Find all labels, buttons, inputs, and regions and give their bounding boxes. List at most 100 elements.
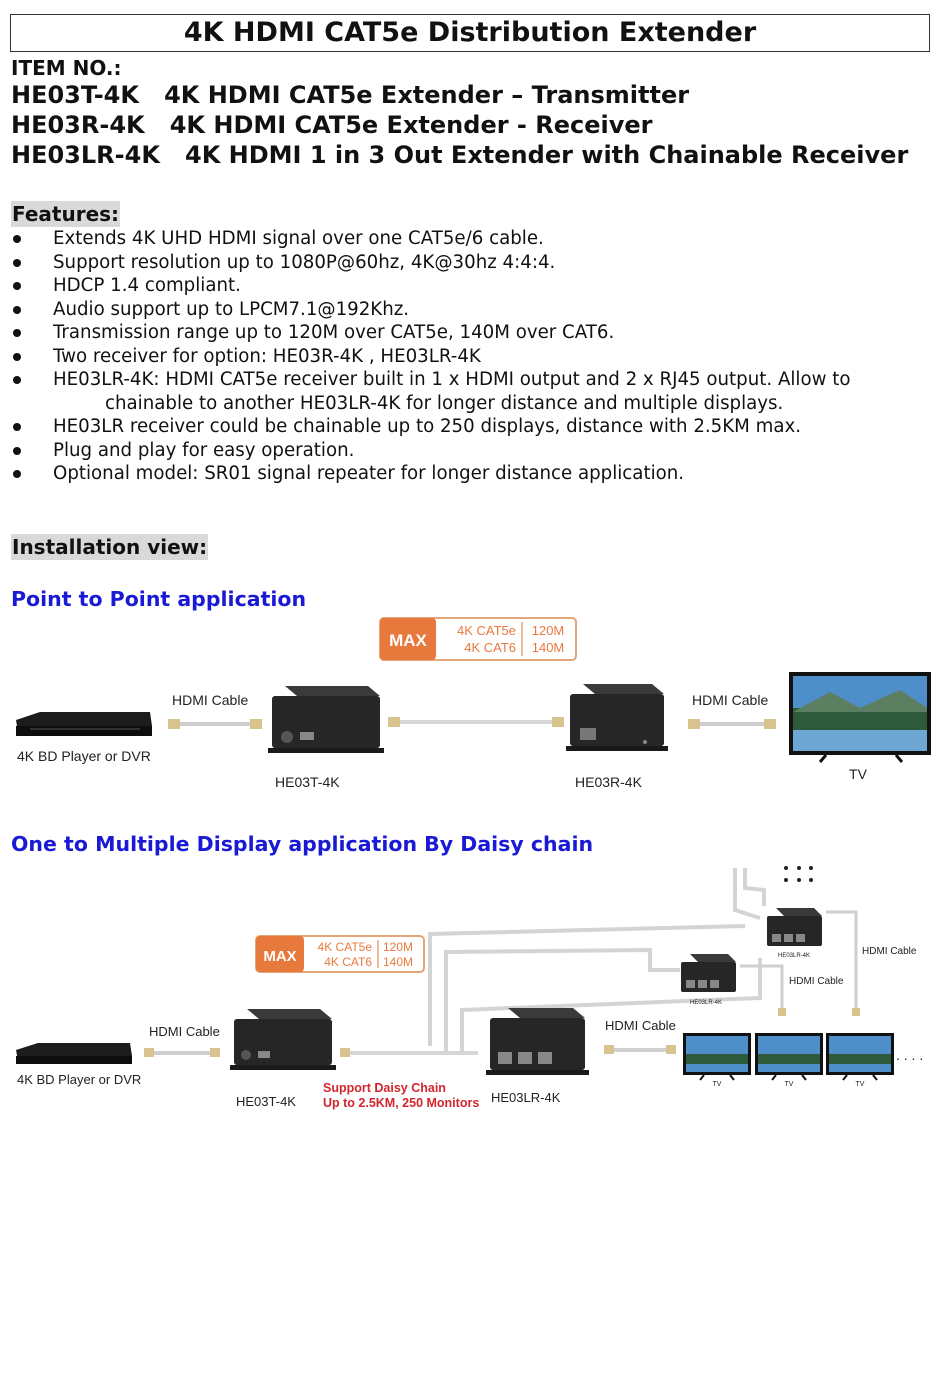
max-distance-badge: MAX 4K CAT5e 4K CAT6 120M 140M [255,935,425,973]
tv-label: TV [849,766,868,782]
more-tvs-ellipsis: . . . . [896,1047,923,1063]
max-label: MAX [263,948,296,965]
tv-label: TV [856,1081,865,1088]
feature-text: Optional model: SR01 signal repeater for… [53,463,685,484]
distance-140m: 140M [383,955,413,969]
bullet-icon [13,235,21,243]
cable-type-cat6: 4K CAT6 [464,640,516,655]
hdmi-cable-icon [144,1048,220,1057]
installation-heading: Installation view: [11,534,209,560]
chainable-receiver-device-icon [486,1008,589,1075]
cable-type-cat5e: 4K CAT5e [318,940,373,954]
feature-item: HE03LR receiver could be chainable up to… [11,415,941,439]
cat-cable-icon [388,717,564,727]
item-description: 4K HDMI CAT5e Extender - Receiver [169,111,653,139]
p2p-diagram: MAX 4K CAT5e 4K CAT6 120M 140M 4K BD Pla… [16,617,931,790]
chainable-receiver-small-icon [767,908,822,946]
item-row: HE03LR-4K 4K HDMI 1 in 3 Out Extender wi… [11,140,908,170]
item-number-label: ITEM NO.: [11,56,122,80]
bullet-icon [13,352,21,361]
item-code: HE03R-4K [11,111,145,139]
transmitter-label: HE03T-4K [275,774,340,790]
bd-player-icon [16,1043,132,1064]
transmitter-device-icon [268,686,384,753]
tv-icon [755,1033,823,1081]
feature-text: Transmission range up to 120M over CAT5e… [53,322,615,343]
receiver-label: HE03R-4K [575,774,643,790]
receiver-small-label: HE03LR-4K [690,1000,722,1006]
feature-text: Plug and play for easy operation. [53,439,355,461]
hdmi-cable-label: HDMI Cable [692,692,768,708]
item-row: HE03T-4K 4K HDMI CAT5e Extender – Transm… [11,80,908,110]
document-title: 4K HDMI CAT5e Distribution Extender [10,14,930,52]
source-label: 4K BD Player or DVR [17,1072,141,1087]
bullet-icon [13,470,21,478]
bullet-icon [13,423,21,431]
max-distance-badge: MAX 4K CAT5e 4K CAT6 120M 140M [379,617,577,661]
item-description: 4K HDMI 1 in 3 Out Extender with Chainab… [185,141,909,169]
feature-text: Two receiver for option: HE03R-4K , HE03… [53,345,481,367]
features-list: Extends 4K UHD HDMI signal over one CAT5… [11,227,941,486]
daisy-heading: One to Multiple Display application By D… [11,832,594,856]
receiver-small-label: HE03LR-4K [778,953,810,959]
hdmi-cable-label: HDMI Cable [149,1024,220,1039]
bd-player-icon [16,712,152,736]
transmitter-device-icon [230,1009,336,1070]
feature-item: Audio support up to LPCM7.1@192Khz. [11,298,941,322]
cat-cable-icon [340,1048,478,1057]
feature-item: Optional model: SR01 signal repeater for… [11,462,941,486]
support-daisy-chain-text: Support Daisy Chain [323,1081,446,1095]
feature-text: HE03LR-4K: HDMI CAT5e receiver built in … [53,369,851,390]
feature-text: Extends 4K UHD HDMI signal over one CAT5… [53,228,544,249]
feature-text: Support resolution up to 1080P@60hz, 4K@… [53,251,556,273]
feature-text-continued: chainable to another HE03LR-4K for longe… [105,392,784,414]
tv-icon [683,1033,751,1081]
chainable-receiver-small-icon [681,954,736,992]
item-row: HE03R-4K 4K HDMI CAT5e Extender - Receiv… [11,110,908,140]
bullet-icon [13,329,21,337]
hdmi-cable-icon [604,1045,676,1054]
p2p-heading: Point to Point application [11,587,307,611]
max-label: MAX [389,631,427,650]
feature-text: Audio support up to LPCM7.1@192Khz. [53,298,410,320]
hdmi-cable-label: HDMI Cable [172,692,248,708]
source-label: 4K BD Player or DVR [17,748,151,764]
item-code: HE03T-4K [11,81,139,109]
feature-item: Two receiver for option: HE03R-4K , HE03… [11,345,941,369]
hdmi-cable-label: HDMI Cable [605,1018,676,1033]
tv-label: TV [785,1081,794,1088]
hdmi-cable-icon [740,964,786,1016]
feature-item: Transmission range up to 120M over CAT5e… [11,321,941,345]
item-number-block: ITEM NO.: HE03T-4K 4K HDMI CAT5e Extende… [11,56,908,170]
receiver-device-icon [566,684,668,751]
feature-text: HE03LR receiver could be chainable up to… [53,416,802,437]
item-code: HE03LR-4K [11,141,160,169]
hdmi-cable-icon [826,910,860,1016]
hdmi-cable-label: HDMI Cable [862,946,917,957]
distance-120m: 120M [532,623,565,638]
chain-cable-icon [428,868,766,1054]
bullet-icon [13,305,21,314]
feature-item: Extends 4K UHD HDMI signal over one CAT5… [11,227,941,251]
feature-item: Support resolution up to 1080P@60hz, 4K@… [11,251,941,275]
distance-140m: 140M [532,640,565,655]
receiver-label: HE03LR-4K [491,1090,561,1105]
item-description: 4K HDMI CAT5e Extender – Transmitter [164,81,690,109]
bullet-icon [13,258,21,267]
more-devices-indicator [784,866,813,882]
feature-item: Plug and play for easy operation. [11,439,941,463]
tv-label: TV [713,1081,722,1088]
tv-icon [826,1033,894,1081]
transmitter-label: HE03T-4K [236,1094,296,1109]
hdmi-cable-icon [688,719,776,729]
feature-item: HDCP 1.4 compliant. [11,274,941,298]
tv-icon [789,672,931,763]
bullet-icon [13,282,21,290]
cable-type-cat5e: 4K CAT5e [457,623,516,638]
hdmi-cable-label: HDMI Cable [789,976,844,987]
cable-type-cat6: 4K CAT6 [324,955,372,969]
daisy-diagram: MAX 4K CAT5e 4K CAT6 120M 140M 4K BD Pla… [16,866,923,1110]
hdmi-cable-icon [168,719,262,729]
features-heading: Features: [11,201,121,227]
bullet-icon [13,376,21,384]
